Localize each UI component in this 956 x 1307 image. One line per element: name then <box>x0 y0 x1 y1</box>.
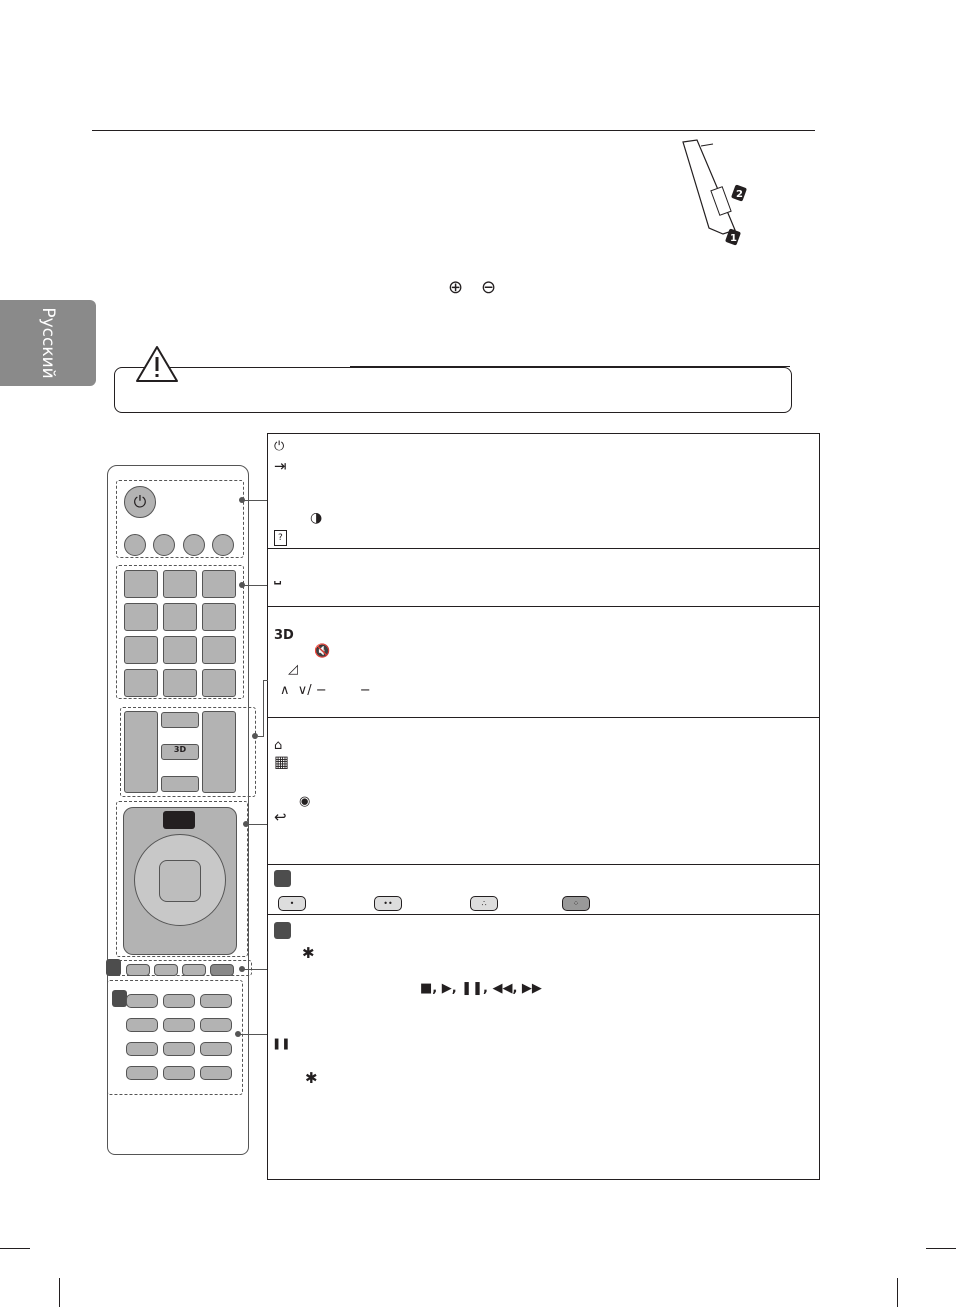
power-button: ⏻ <box>124 486 156 518</box>
volume-icon: ◿ <box>288 662 298 677</box>
channel-rocker <box>202 711 236 793</box>
row-divider <box>268 914 819 915</box>
blue-button-icon: ⁘ <box>562 896 590 911</box>
battery-cover-illustration: 2 1 <box>682 139 747 246</box>
q-menu-icon: ◑ <box>310 510 323 526</box>
button <box>183 534 205 556</box>
language-tab: Русский <box>0 300 96 386</box>
svg-text:1: 1 <box>730 233 737 244</box>
caution-box <box>114 367 792 413</box>
marker-1 <box>106 959 121 976</box>
mute-icon: 🔇 <box>314 644 331 659</box>
group-3 <box>120 707 256 797</box>
page-up-down-icon: ∧ ∨/ − − <box>280 683 371 698</box>
user-guide-icon: ? <box>274 530 287 546</box>
plus-icon: ⊕ <box>448 277 464 298</box>
row-divider <box>268 548 819 549</box>
space-icon: ⎵ <box>274 564 282 585</box>
marker-2 <box>112 990 127 1007</box>
green-button-icon: •• <box>374 896 402 911</box>
playback-icons: ■, ▶, ❚❚, ◀◀, ▶▶ <box>420 981 542 996</box>
header-rule <box>92 130 815 131</box>
guide-button <box>212 534 234 556</box>
input-button <box>124 534 146 556</box>
red-button-icon: • <box>278 896 306 911</box>
minus-icon: ⊖ <box>481 277 497 298</box>
yellow-button-icon: ∴ <box>470 896 498 911</box>
home-button <box>163 811 195 829</box>
volume-rocker <box>124 711 158 793</box>
ok-icon: ◉ <box>299 794 311 809</box>
star-icon: ✱ <box>302 944 315 962</box>
group-2 <box>116 565 244 699</box>
power-icon: ⏻ <box>274 439 285 454</box>
button-description-table: ⏻ ⇥ ◑ ? ⎵ 3D 🔇 ◿ ∧ ∨/ − − ⌂ ▦ ↩ ◉ • •• ∴… <box>267 433 820 1180</box>
language-tab-label: Русский <box>38 307 58 379</box>
star-icon: ✱ <box>305 1069 318 1087</box>
row-divider <box>268 606 819 607</box>
group-4 <box>116 801 248 957</box>
input-icon: ⇥ <box>274 457 287 475</box>
warning-triangle-icon <box>136 346 178 382</box>
group-1 <box>116 480 244 558</box>
pause-icon: ❚❚ <box>272 1037 291 1050</box>
caution-rule <box>350 366 790 367</box>
svg-text:2: 2 <box>736 189 743 200</box>
group-6 <box>107 980 243 1095</box>
remote-control-illustration: ⏻ 3D <box>106 465 256 1155</box>
row-divider <box>268 864 819 865</box>
3d-icon: 3D <box>274 628 294 643</box>
row-divider <box>268 717 819 718</box>
back-icon: ↩ <box>274 808 287 826</box>
marker-1 <box>274 870 291 887</box>
home-icon: ⌂ <box>274 738 283 753</box>
apps-icon: ▦ <box>274 752 290 771</box>
button <box>153 534 175 556</box>
marker-2 <box>274 922 291 939</box>
3d-button: 3D <box>161 744 199 760</box>
ok-button <box>159 860 201 902</box>
